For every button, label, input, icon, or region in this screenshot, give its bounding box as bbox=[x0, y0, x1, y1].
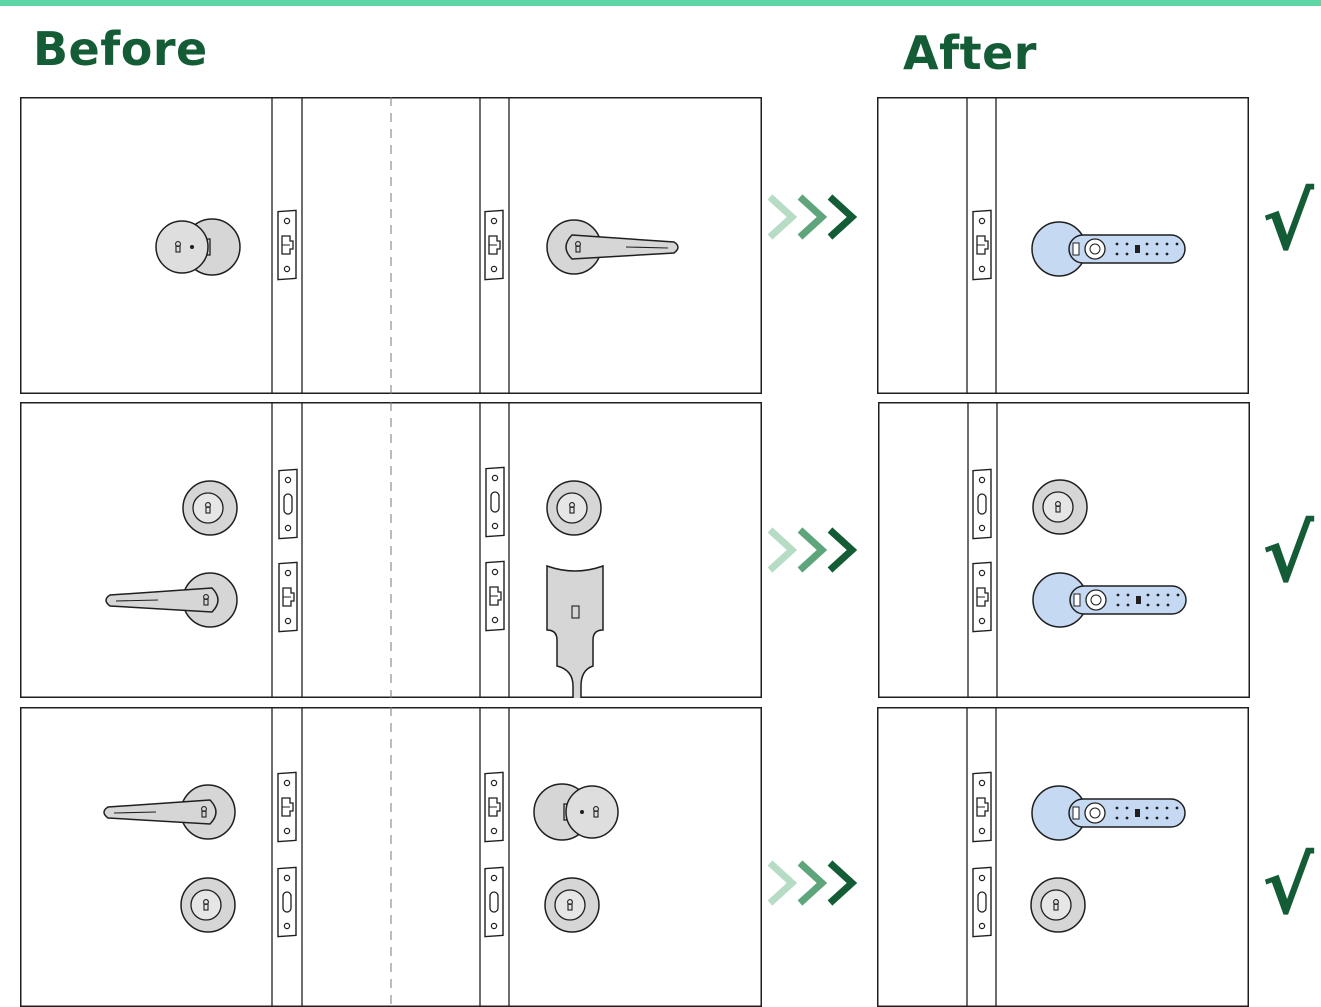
strike-plate bbox=[485, 560, 505, 632]
strike-plate bbox=[972, 771, 992, 843]
deadbolt bbox=[546, 480, 602, 536]
lever-handle bbox=[105, 572, 238, 628]
accent-bar bbox=[0, 0, 1321, 6]
check-mark-icon: √ bbox=[1262, 178, 1315, 268]
deadbolt bbox=[180, 877, 236, 933]
handleset bbox=[546, 564, 604, 698]
door-knob bbox=[533, 783, 619, 841]
before-panel-row-1 bbox=[20, 97, 762, 394]
after-scene-row-2 bbox=[878, 402, 1250, 698]
strike-plate bbox=[277, 866, 297, 938]
before-scene-row-1 bbox=[20, 97, 762, 394]
strike-plate bbox=[972, 866, 992, 938]
deadbolt bbox=[1032, 479, 1088, 535]
lever-handle bbox=[546, 219, 679, 275]
before-panel-row-2 bbox=[20, 402, 762, 698]
after-scene-row-3 bbox=[877, 707, 1249, 1007]
after-panel-row-1 bbox=[877, 97, 1249, 394]
chevron-icon bbox=[827, 194, 858, 240]
chevron-arrows-icon bbox=[766, 192, 864, 246]
chevron-icon bbox=[767, 860, 798, 906]
strike-plate bbox=[484, 209, 504, 281]
chevron-icon bbox=[797, 194, 828, 240]
strike-plate bbox=[484, 866, 504, 938]
strike-plate bbox=[484, 771, 504, 843]
strike-plate bbox=[277, 771, 297, 843]
smart-lever-lock bbox=[1031, 221, 1186, 277]
strike-plate bbox=[278, 468, 298, 540]
check-mark-icon: √ bbox=[1262, 842, 1315, 932]
lever-handle bbox=[103, 784, 236, 840]
before-scene-row-2 bbox=[20, 402, 762, 698]
chevron-icon bbox=[827, 527, 858, 573]
strike-plate bbox=[972, 468, 992, 540]
deadbolt bbox=[1030, 877, 1086, 933]
after-scene-row-1 bbox=[877, 97, 1249, 394]
smart-lever-lock bbox=[1032, 572, 1187, 628]
deadbolt bbox=[182, 480, 238, 536]
deadbolt bbox=[544, 877, 600, 933]
chevron-arrows-icon bbox=[766, 525, 864, 579]
after-heading: After bbox=[903, 26, 1037, 80]
check-mark-icon: √ bbox=[1262, 510, 1315, 600]
after-panel-row-2 bbox=[878, 402, 1250, 698]
chevron-icon bbox=[767, 194, 798, 240]
before-heading: Before bbox=[33, 22, 208, 76]
strike-plate bbox=[485, 466, 505, 538]
door-knob bbox=[155, 218, 241, 276]
after-panel-row-3 bbox=[877, 707, 1249, 1007]
chevron-icon bbox=[827, 860, 858, 906]
chevron-icon bbox=[767, 527, 798, 573]
before-panel-row-3 bbox=[20, 707, 762, 1007]
chevron-icon bbox=[797, 527, 828, 573]
chevron-arrows-icon bbox=[766, 858, 864, 912]
before-scene-row-3 bbox=[20, 707, 762, 1007]
strike-plate bbox=[278, 561, 298, 633]
chevron-icon bbox=[797, 860, 828, 906]
strike-plate bbox=[972, 209, 992, 281]
smart-lever-lock bbox=[1031, 785, 1186, 841]
strike-plate bbox=[972, 561, 992, 633]
strike-plate bbox=[277, 209, 297, 281]
